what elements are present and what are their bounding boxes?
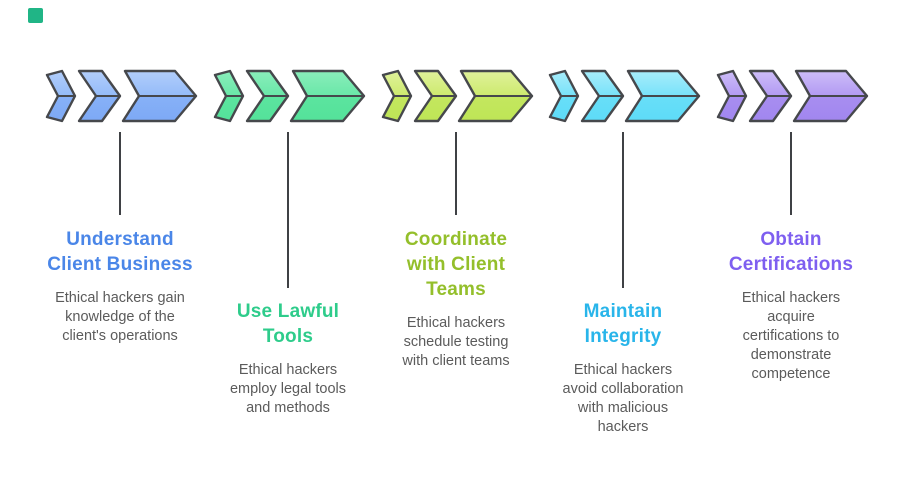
step-title: Coordinate with Client Teams — [404, 229, 508, 300]
step-title: Maintain Integrity — [583, 301, 663, 347]
step-title: Use Lawful Tools — [236, 301, 340, 347]
chevron-arrow-graphic — [381, 69, 534, 123]
step-description: Ethical hackers avoid collaboration with… — [562, 362, 684, 435]
connector-line — [287, 132, 289, 288]
chevron-arrow-graphic — [45, 69, 198, 123]
chevron-arrow-graphic — [548, 69, 701, 123]
brand-mark — [28, 8, 43, 23]
chevron-arrow-graphic — [213, 69, 366, 123]
connector-line — [455, 132, 457, 215]
step-description: Ethical hackers schedule testing with cl… — [402, 315, 510, 369]
step-description: Ethical hackers employ legal tools and m… — [229, 362, 347, 416]
connector-line — [622, 132, 624, 288]
step-description: Ethical hackers acquire certifications t… — [741, 290, 841, 382]
connector-line — [790, 132, 792, 215]
step-description: Ethical hackers gain knowledge of the cl… — [55, 290, 185, 344]
connector-line — [119, 132, 121, 215]
chevron-arrow-graphic — [716, 69, 869, 123]
step-title: Understand Client Business — [47, 229, 193, 275]
step-title: Obtain Certifications — [728, 229, 854, 275]
